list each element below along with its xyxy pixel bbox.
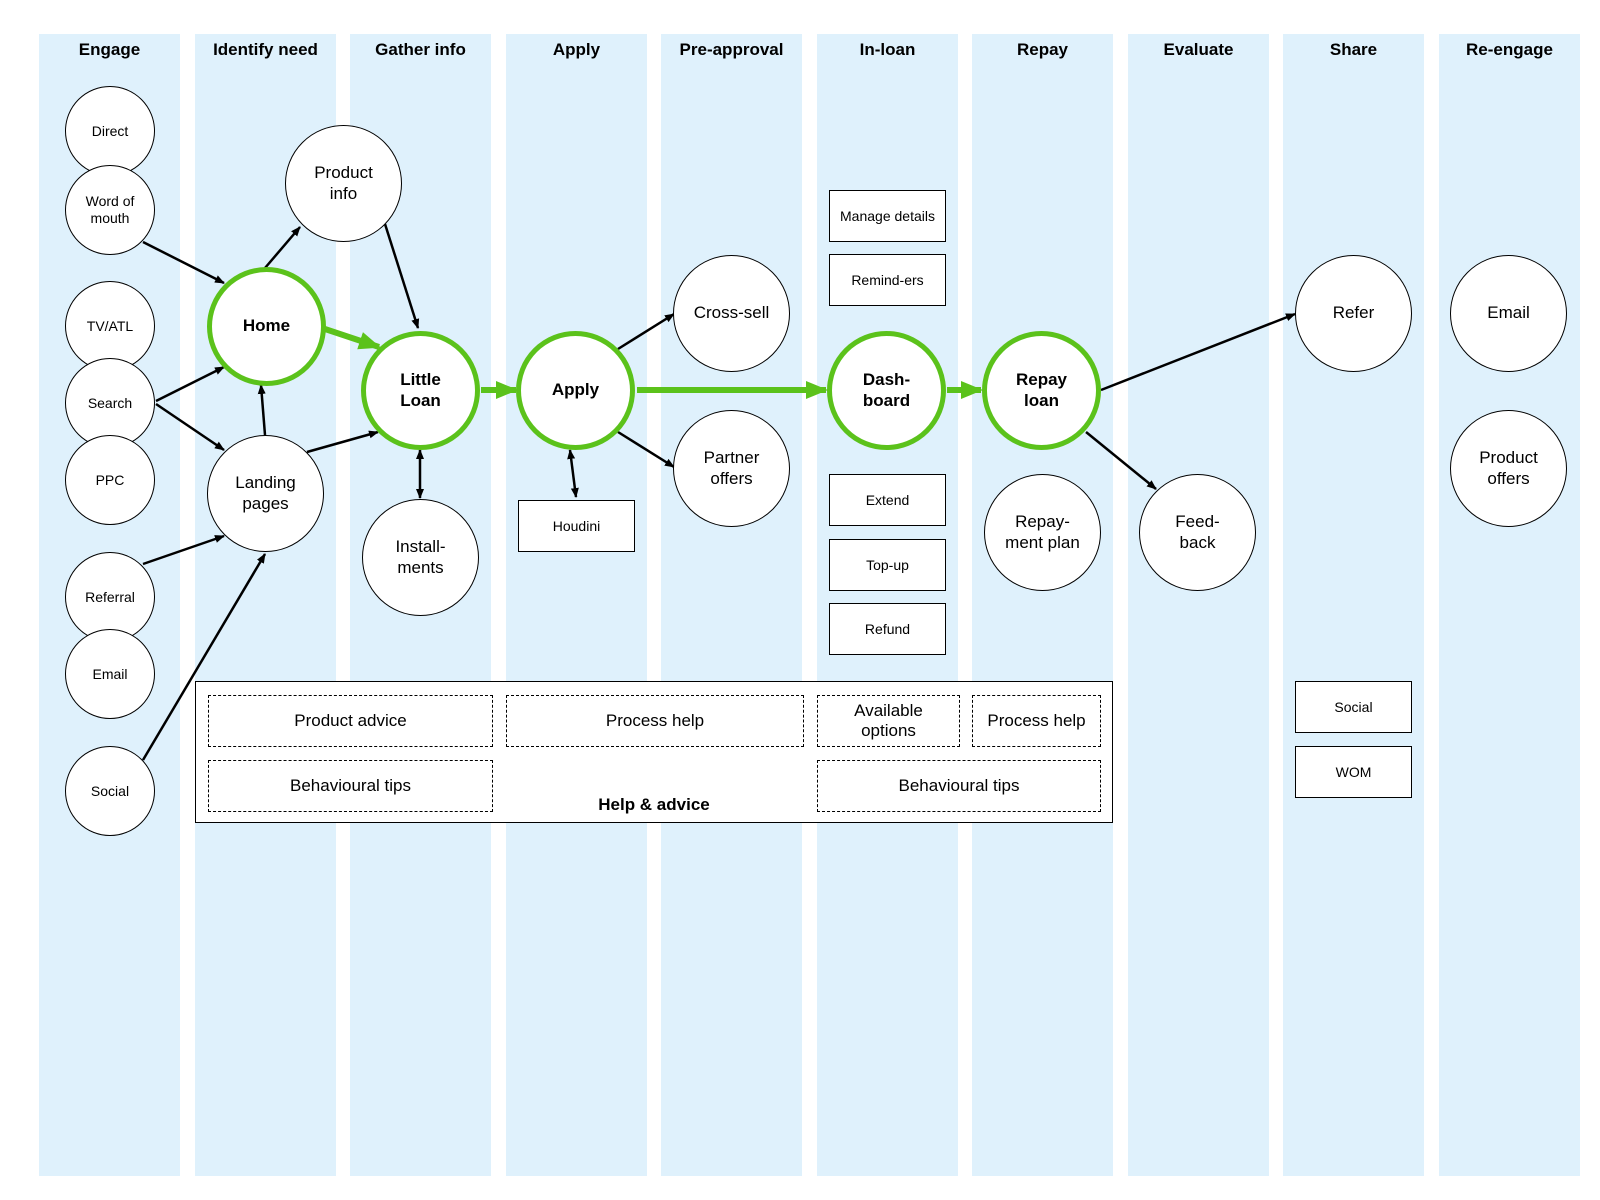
lane-evaluate bbox=[1128, 34, 1269, 1176]
node-home[interactable]: Home bbox=[207, 267, 326, 386]
behavioural-tips-right-box: Behavioural tips bbox=[817, 760, 1101, 812]
top-up-box[interactable]: Top-up bbox=[829, 539, 946, 591]
node-email-reengage[interactable]: Email bbox=[1450, 255, 1567, 372]
lane-title-evaluate: Evaluate bbox=[1163, 40, 1234, 59]
manage-details-box[interactable]: Manage details bbox=[829, 190, 946, 242]
arrow-wom-home bbox=[142, 240, 225, 285]
arrow-apply-cross-sell bbox=[617, 312, 675, 351]
help-advice-title: Help & advice bbox=[598, 795, 710, 814]
extend-box[interactable]: Extend bbox=[829, 474, 946, 526]
node-word-of-mouth[interactable]: Word of mouth bbox=[65, 165, 155, 255]
lane-title-engage: Engage bbox=[78, 40, 141, 59]
arrow-landing-home bbox=[257, 384, 267, 436]
process-help-repay-box: Process help bbox=[972, 695, 1101, 747]
node-landing-pages[interactable]: Landing pages bbox=[207, 435, 324, 552]
process-help-apply-box: Process help bbox=[506, 695, 804, 747]
node-referral[interactable]: Referral bbox=[65, 552, 155, 642]
lane-pre-approval bbox=[661, 34, 802, 1176]
node-partner-offers[interactable]: Partner offers bbox=[673, 410, 790, 527]
arrow-social-landing bbox=[141, 553, 267, 761]
refund-box[interactable]: Refund bbox=[829, 603, 946, 655]
lane-title-gather-info: Gather info bbox=[375, 40, 466, 59]
node-social-engage[interactable]: Social bbox=[65, 746, 155, 836]
node-apply[interactable]: Apply bbox=[516, 331, 635, 450]
arrow-repay-refer bbox=[1100, 312, 1296, 392]
arrow-search-landing bbox=[155, 402, 225, 452]
node-email-engage[interactable]: Email bbox=[65, 629, 155, 719]
node-refer[interactable]: Refer bbox=[1295, 255, 1412, 372]
node-ppc[interactable]: PPC bbox=[65, 435, 155, 525]
arrow-referral-landing bbox=[142, 534, 225, 566]
node-little-loan[interactable]: Little Loan bbox=[361, 331, 480, 450]
node-feedback[interactable]: Feed- back bbox=[1139, 474, 1256, 591]
arrow-landing-little-loan bbox=[306, 430, 379, 454]
node-cross-sell[interactable]: Cross-sell bbox=[673, 255, 790, 372]
lane-repay bbox=[972, 34, 1113, 1176]
lane-title-share: Share bbox=[1329, 40, 1378, 59]
social-share-box[interactable]: Social bbox=[1295, 681, 1412, 733]
available-options-box: Available options bbox=[817, 695, 960, 747]
node-tv-atl[interactable]: TV/ATL bbox=[65, 281, 155, 371]
arrow-apply-partner-offers bbox=[617, 430, 675, 469]
behavioural-tips-left-box: Behavioural tips bbox=[208, 760, 493, 812]
lane-re-engage bbox=[1439, 34, 1580, 1176]
arrow-search-home bbox=[155, 365, 225, 403]
arrow-product-info-little-loan bbox=[383, 223, 420, 329]
houdini-box[interactable]: Houdini bbox=[518, 500, 635, 552]
lane-title-pre-approval: Pre-approval bbox=[679, 40, 784, 59]
node-dashboard[interactable]: Dash- board bbox=[827, 331, 946, 450]
arrow-apply-houdini bbox=[567, 449, 579, 498]
wom-box[interactable]: WOM bbox=[1295, 746, 1412, 798]
node-repayment-plan[interactable]: Repay- ment plan bbox=[984, 474, 1101, 591]
green-arrow-home-little-loan bbox=[324, 326, 381, 350]
node-product-offers[interactable]: Product offers bbox=[1450, 410, 1567, 527]
node-search[interactable]: Search bbox=[65, 358, 155, 448]
node-product-info[interactable]: Product info bbox=[285, 125, 402, 242]
reminders-box[interactable]: Remind-ers bbox=[829, 254, 946, 306]
node-direct[interactable]: Direct bbox=[65, 86, 155, 176]
node-installments[interactable]: Install- ments bbox=[362, 499, 479, 616]
arrow-home-product-info bbox=[264, 226, 301, 269]
lane-title-identify-need: Identify need bbox=[213, 40, 318, 59]
product-advice-box: Product advice bbox=[208, 695, 493, 747]
lane-title-re-engage: Re-engage bbox=[1466, 40, 1553, 59]
lane-title-in-loan: In-loan bbox=[859, 40, 916, 59]
lane-title-repay: Repay bbox=[1016, 40, 1069, 59]
lane-apply bbox=[506, 34, 647, 1176]
arrow-repay-feedback bbox=[1085, 431, 1157, 490]
lane-title-apply: Apply bbox=[552, 40, 601, 59]
lane-share bbox=[1283, 34, 1424, 1176]
node-repay-loan[interactable]: Repay loan bbox=[982, 331, 1101, 450]
